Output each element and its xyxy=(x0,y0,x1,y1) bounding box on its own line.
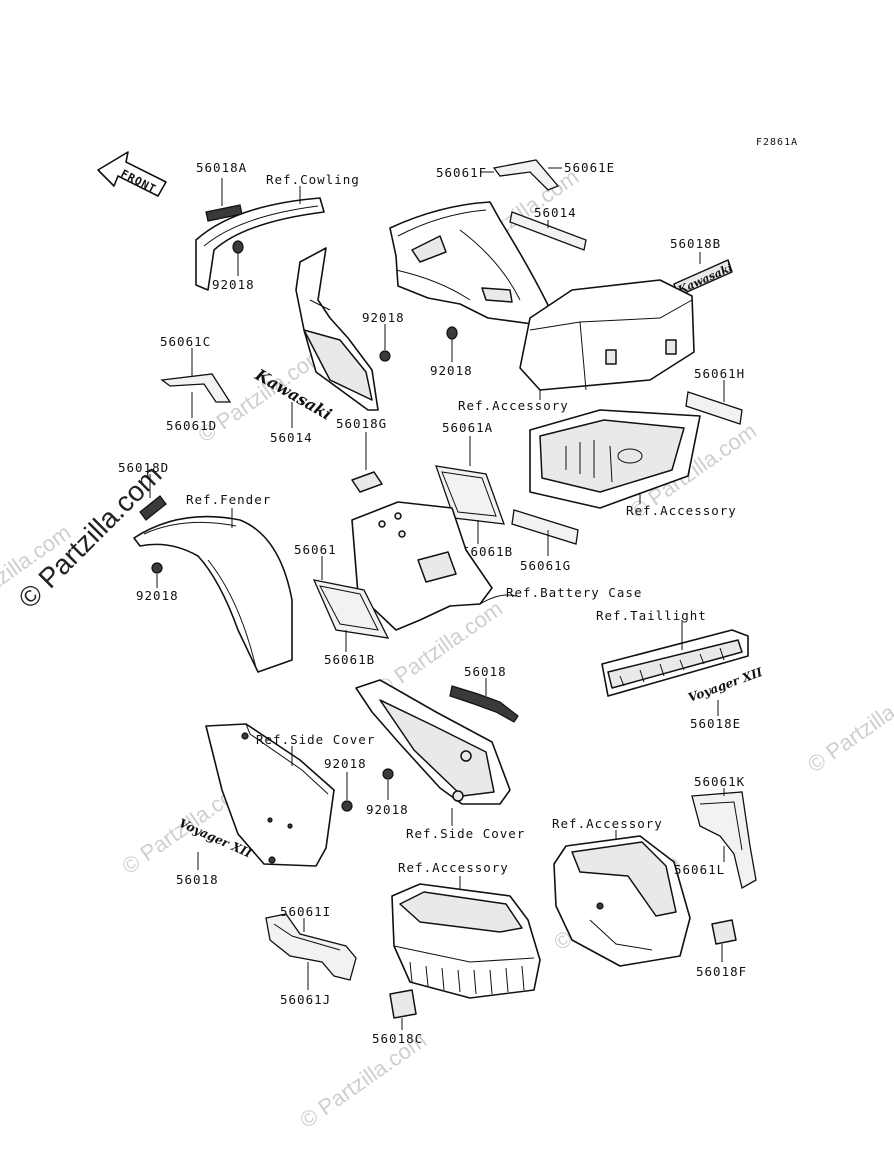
label-56061B-a: 56061B xyxy=(462,544,513,559)
label-56018D: 56018D xyxy=(118,460,169,475)
label-ref-side-cover-2: Ref.Side Cover xyxy=(406,826,525,841)
decal-56014-top: 56014 xyxy=(509,205,587,251)
saddlebag-right: Ref.Accessory xyxy=(552,816,691,967)
label-56018A: 56018A xyxy=(196,160,247,175)
label-56018F: 56018F xyxy=(696,964,747,979)
trim-56061K-L: 56061K 56061L xyxy=(674,774,757,889)
label-ref-accessory-1: Ref.Accessory xyxy=(458,398,569,413)
trim-56061I-J: 56061I 56061J xyxy=(265,904,357,1007)
emblem-56018C: 56018C xyxy=(372,989,423,1046)
label-56061H: 56061H xyxy=(694,366,745,381)
accessory-tray: Ref.Accessory xyxy=(529,409,737,518)
grommet-92018-f: 92018 xyxy=(366,768,409,817)
label-56061C: 56061C xyxy=(160,334,211,349)
label-56061: 56061 xyxy=(294,542,337,557)
label-56014-top: 56014 xyxy=(534,205,577,220)
trunk-lid: Ref.Accessory xyxy=(458,279,695,413)
label-ref-taillight: Ref.Taillight xyxy=(596,608,707,623)
saddlebag-left: Ref.Accessory xyxy=(391,860,541,999)
label-56018G: 56018G xyxy=(336,416,387,431)
label-56061F: 56061F xyxy=(436,165,487,180)
label-92018-a: 92018 xyxy=(212,277,255,292)
label-56018-a: 56018 xyxy=(464,664,507,679)
trim-56061E-F: 56061F 56061E xyxy=(436,159,615,191)
front-arrow-icon: FRONT xyxy=(97,151,167,197)
label-92018-d: 92018 xyxy=(136,588,179,603)
label-56061E: 56061E xyxy=(564,160,615,175)
watermark: © Partzilla.com xyxy=(803,672,894,778)
grommet-92018-d: 92018 xyxy=(136,562,179,603)
label-56018E: 56018E xyxy=(690,716,741,731)
emblem-56018A: 56018A xyxy=(196,160,247,222)
label-ref-cowling: Ref.Cowling xyxy=(266,172,360,187)
taillight: Ref.Taillight xyxy=(596,608,749,697)
label-56018-b: 56018 xyxy=(176,872,219,887)
inner-cowling xyxy=(295,247,379,411)
side-cover-right: Ref.Side Cover xyxy=(355,679,525,841)
emblem-56018B: Kawasaki 56018B xyxy=(670,236,735,297)
label-92018-c: 92018 xyxy=(430,363,473,378)
emblem-56018F: 56018F xyxy=(696,919,747,979)
label-56061D: 56061D xyxy=(166,418,217,433)
strip-56061H: 56061H xyxy=(685,366,745,425)
label-92018-f: 92018 xyxy=(366,802,409,817)
label-56061K: 56061K xyxy=(694,774,745,789)
label-ref-accessory-4: Ref.Accessory xyxy=(552,816,663,831)
label-92018-e: 92018 xyxy=(324,756,367,771)
grommet-92018-b: 92018 xyxy=(362,310,405,362)
label-56018C: 56018C xyxy=(372,1031,423,1046)
front-fender: Ref.Fender xyxy=(133,492,293,673)
label-ref-side-cover-1: Ref.Side Cover xyxy=(256,732,375,747)
label-56061J: 56061J xyxy=(280,992,331,1007)
label-ref-accessory-2: Ref.Accessory xyxy=(626,503,737,518)
label-ref-accessory-3: Ref.Accessory xyxy=(398,860,509,875)
emblem-56018-a: 56018 xyxy=(449,664,519,723)
label-56061A: 56061A xyxy=(442,420,493,435)
label-56061L: 56061L xyxy=(674,862,725,877)
cowling-left: Ref.Cowling xyxy=(195,172,360,291)
drawing-code: F2861A xyxy=(756,137,798,148)
strip-56061G: 56061G xyxy=(511,509,579,573)
label-56014-mid: 56014 xyxy=(270,430,313,445)
label-56061G: 56061G xyxy=(520,558,571,573)
frame-56061: 56061 56061B xyxy=(294,542,390,667)
grommet-92018-c: 92018 xyxy=(430,326,473,378)
emblem-56018D: 56018D xyxy=(118,460,169,521)
fairing-upper xyxy=(389,201,549,326)
label-ref-battery-case: Ref.Battery Case xyxy=(506,585,642,600)
label-56061I: 56061I xyxy=(280,904,331,919)
emblem-56018E: Voyager XII 56018E xyxy=(686,665,764,731)
grommet-92018-e: 92018 xyxy=(324,756,367,812)
emblem-56018G: 56018G xyxy=(336,416,387,493)
label-56061B-b: 56061B xyxy=(324,652,375,667)
side-cover-left: Ref.Side Cover xyxy=(205,723,375,867)
label-92018-b: 92018 xyxy=(362,310,405,325)
trim-56061C-D: 56061C 56061D xyxy=(160,334,232,433)
label-56018B: 56018B xyxy=(670,236,721,251)
label-ref-fender: Ref.Fender xyxy=(186,492,271,507)
battery-case: Ref.Battery Case xyxy=(351,501,642,631)
grommet-92018-a: 92018 xyxy=(212,240,255,292)
